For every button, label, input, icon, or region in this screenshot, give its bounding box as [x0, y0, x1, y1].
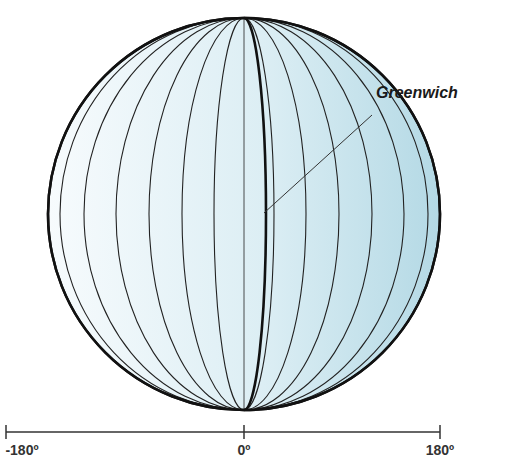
meridian-line — [244, 18, 274, 410]
meridian-line — [116, 18, 244, 410]
meridian-line — [244, 18, 245, 410]
meridian-line — [244, 18, 404, 410]
place-label: Greenwich — [376, 84, 458, 102]
greenwich-meridian — [244, 18, 266, 410]
scale-label: 0º — [238, 442, 251, 458]
meridian-line — [244, 18, 372, 410]
leader-line — [264, 115, 372, 213]
scale-label: -180º — [5, 442, 38, 458]
scale-label: 180º — [426, 442, 454, 458]
meridian-line — [182, 18, 244, 410]
meridian-line — [244, 18, 339, 410]
meridian-line — [214, 18, 244, 410]
meridian-line — [244, 18, 428, 410]
meridian-line — [244, 18, 306, 410]
meridian-line — [149, 18, 244, 410]
scale-bar — [6, 425, 440, 439]
meridian-lines — [60, 18, 428, 410]
meridian-line — [84, 18, 244, 410]
globe-outline — [48, 18, 440, 410]
meridian-line — [60, 18, 244, 410]
